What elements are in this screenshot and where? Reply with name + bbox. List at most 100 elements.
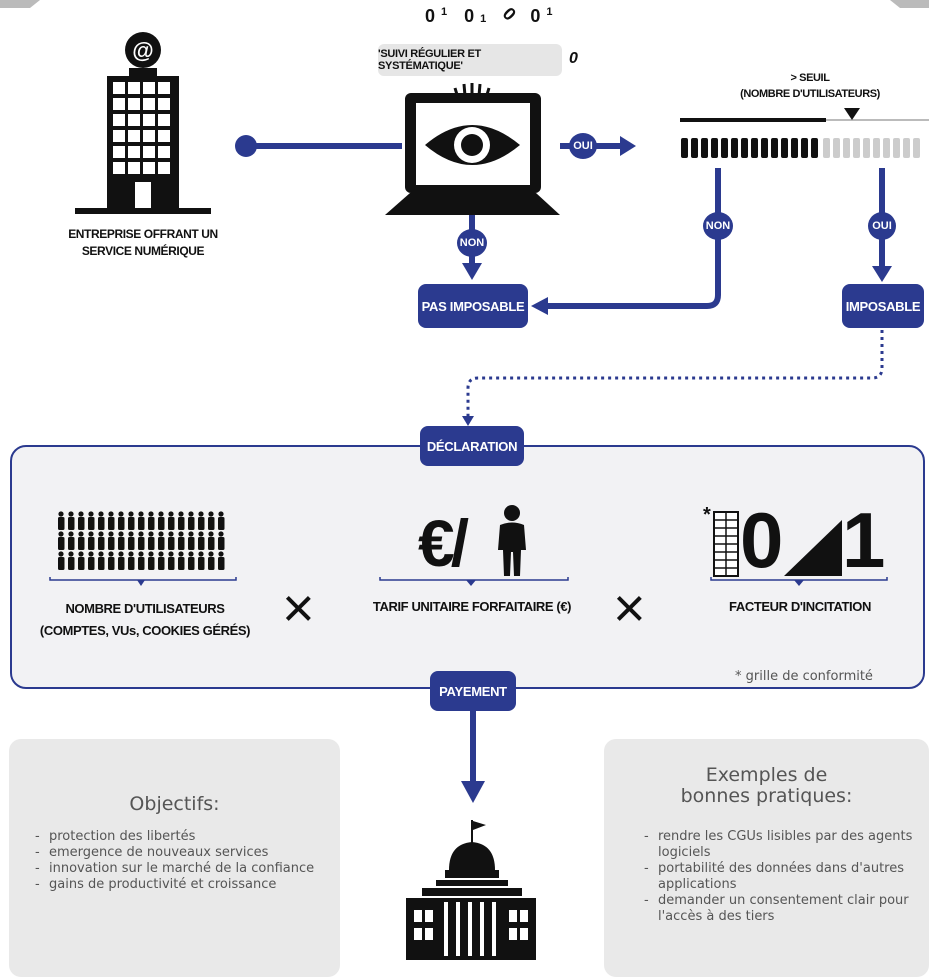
crowd-person-head	[78, 551, 84, 557]
crowd-person-head	[88, 531, 94, 537]
crowd-person-head	[198, 511, 204, 517]
decision-oui-badge: OUI	[868, 212, 896, 240]
formula-icons	[49, 505, 888, 586]
multiply-sign: ×	[613, 576, 646, 639]
crowd-person-head	[68, 511, 74, 517]
crowd-person-body	[208, 517, 215, 530]
binary-digit: 0	[425, 6, 442, 26]
crowd-person-body	[178, 517, 185, 530]
not-taxable-box: PAS IMPOSABLE	[418, 284, 528, 328]
crowd-person-body	[88, 537, 95, 550]
binary-digit: 1	[441, 6, 454, 18]
threshold-line2: (NOMBRE D'UTILISATEURS)	[740, 88, 880, 100]
crowd-person-body	[178, 537, 185, 550]
users-count-line1: NOMBRE D'UTILISATEURS	[65, 601, 225, 616]
crowd-person-head	[138, 531, 144, 537]
crowd-person-body	[158, 517, 165, 530]
binary-digit: 1	[480, 13, 493, 25]
company-label-line2: SERVICE NUMÉRIQUE	[81, 244, 205, 258]
crowd-person-body	[58, 517, 65, 530]
crowd-person-head	[178, 511, 184, 517]
crowd-person-head	[148, 551, 154, 557]
person-icon	[498, 505, 526, 576]
crowd-person-head	[148, 531, 154, 537]
crowd-person-head	[78, 511, 84, 517]
crowd-person-body	[188, 557, 195, 570]
crowd-person-body	[198, 517, 205, 530]
decision-oui-badge: OUI	[569, 133, 597, 159]
crowd-person-body	[158, 537, 165, 550]
rate-symbol: €/	[418, 506, 469, 580]
best-practices-title: Exemples de bonnes pratiques:	[604, 765, 929, 807]
crowd-person-body	[78, 557, 85, 570]
crowd-person-body	[148, 557, 155, 570]
crowd-person-head	[168, 511, 174, 517]
crowd-person-body	[108, 517, 115, 530]
crowd-person-body	[178, 557, 185, 570]
crowd-person-head	[168, 531, 174, 537]
decision-non-badge: NON	[457, 229, 487, 257]
list-item: innovation sur le marché de la confiance	[35, 861, 315, 877]
crowd-person-head	[188, 511, 194, 517]
crowd-person-body	[168, 537, 175, 550]
taxable-box: IMPOSABLE	[842, 284, 924, 328]
crowd-person-head	[58, 511, 64, 517]
crowd-person-body	[218, 557, 225, 570]
best-practices-title-line2: bonnes pratiques:	[680, 785, 853, 807]
factor-zero: 0	[740, 496, 784, 584]
crowd-person-head	[158, 551, 164, 557]
crowd-person-body	[138, 537, 145, 550]
monitoring-bubble: 'SUIVI RÉGULIER ET SYSTÉMATIQUE'	[378, 44, 562, 76]
crowd-person-body	[58, 557, 65, 570]
crowd-person-head	[118, 531, 124, 537]
crowd-person-body	[88, 557, 95, 570]
crowd-person-body	[138, 557, 145, 570]
crowd-person-head	[78, 531, 84, 537]
list-item: emergence de nouveaux services	[35, 845, 315, 861]
crowd-person-body	[78, 537, 85, 550]
objectives-card: Objectifs: protection des libertés emerg…	[9, 739, 340, 977]
crowd-person-head	[198, 551, 204, 557]
crowd-person-head	[208, 531, 214, 537]
crowd-person-head	[168, 551, 174, 557]
binary-digit: 0	[530, 6, 547, 26]
crowd-person-head	[118, 511, 124, 517]
crowd-person-head	[178, 531, 184, 537]
crowd-person-head	[128, 511, 134, 517]
crowd-person-head	[68, 551, 74, 557]
company-label-line1: ENTREPRISE OFFRANT UN	[68, 227, 218, 241]
best-practices-card: Exemples de bonnes pratiques: rendre les…	[604, 739, 929, 977]
crowd-person-body	[108, 537, 115, 550]
compliance-grid-icon	[713, 511, 739, 577]
crowd-person-body	[68, 537, 75, 550]
list-item: demander un consentement clair pour l'ac…	[644, 893, 922, 925]
crowd-person-body	[118, 517, 125, 530]
crowd-person-body	[218, 537, 225, 550]
crowd-person-body	[118, 537, 125, 550]
payment-box: PAYEMENT	[430, 671, 516, 711]
laptop-eye-icon	[385, 83, 560, 215]
users-row-icon	[681, 138, 920, 158]
crowd-person-head	[98, 531, 104, 537]
monitoring-bubble-text: 'SUIVI RÉGULIER ET SYSTÉMATIQUE'	[378, 48, 481, 72]
crowd-person-head	[188, 551, 194, 557]
crowd-person-head	[188, 531, 194, 537]
crowd-icon	[58, 511, 225, 570]
list-item: portabilité des données dans d'autres ap…	[644, 861, 922, 893]
multiply-sign: ×	[282, 576, 315, 639]
crowd-person-head	[218, 511, 224, 517]
binary-digit: 0	[464, 6, 481, 26]
decision-non-badge: NON	[703, 212, 733, 240]
crowd-person-head	[58, 531, 64, 537]
crowd-person-body	[188, 537, 195, 550]
crowd-person-head	[128, 531, 134, 537]
crowd-person-body	[68, 517, 75, 530]
crowd-person-head	[98, 511, 104, 517]
crowd-person-head	[118, 551, 124, 557]
crowd-person-body	[208, 557, 215, 570]
crowd-person-body	[168, 557, 175, 570]
asterisk: *	[703, 504, 711, 526]
flow-diagram: @	[0, 0, 929, 426]
crowd-person-body	[98, 557, 105, 570]
crowd-person-head	[218, 551, 224, 557]
